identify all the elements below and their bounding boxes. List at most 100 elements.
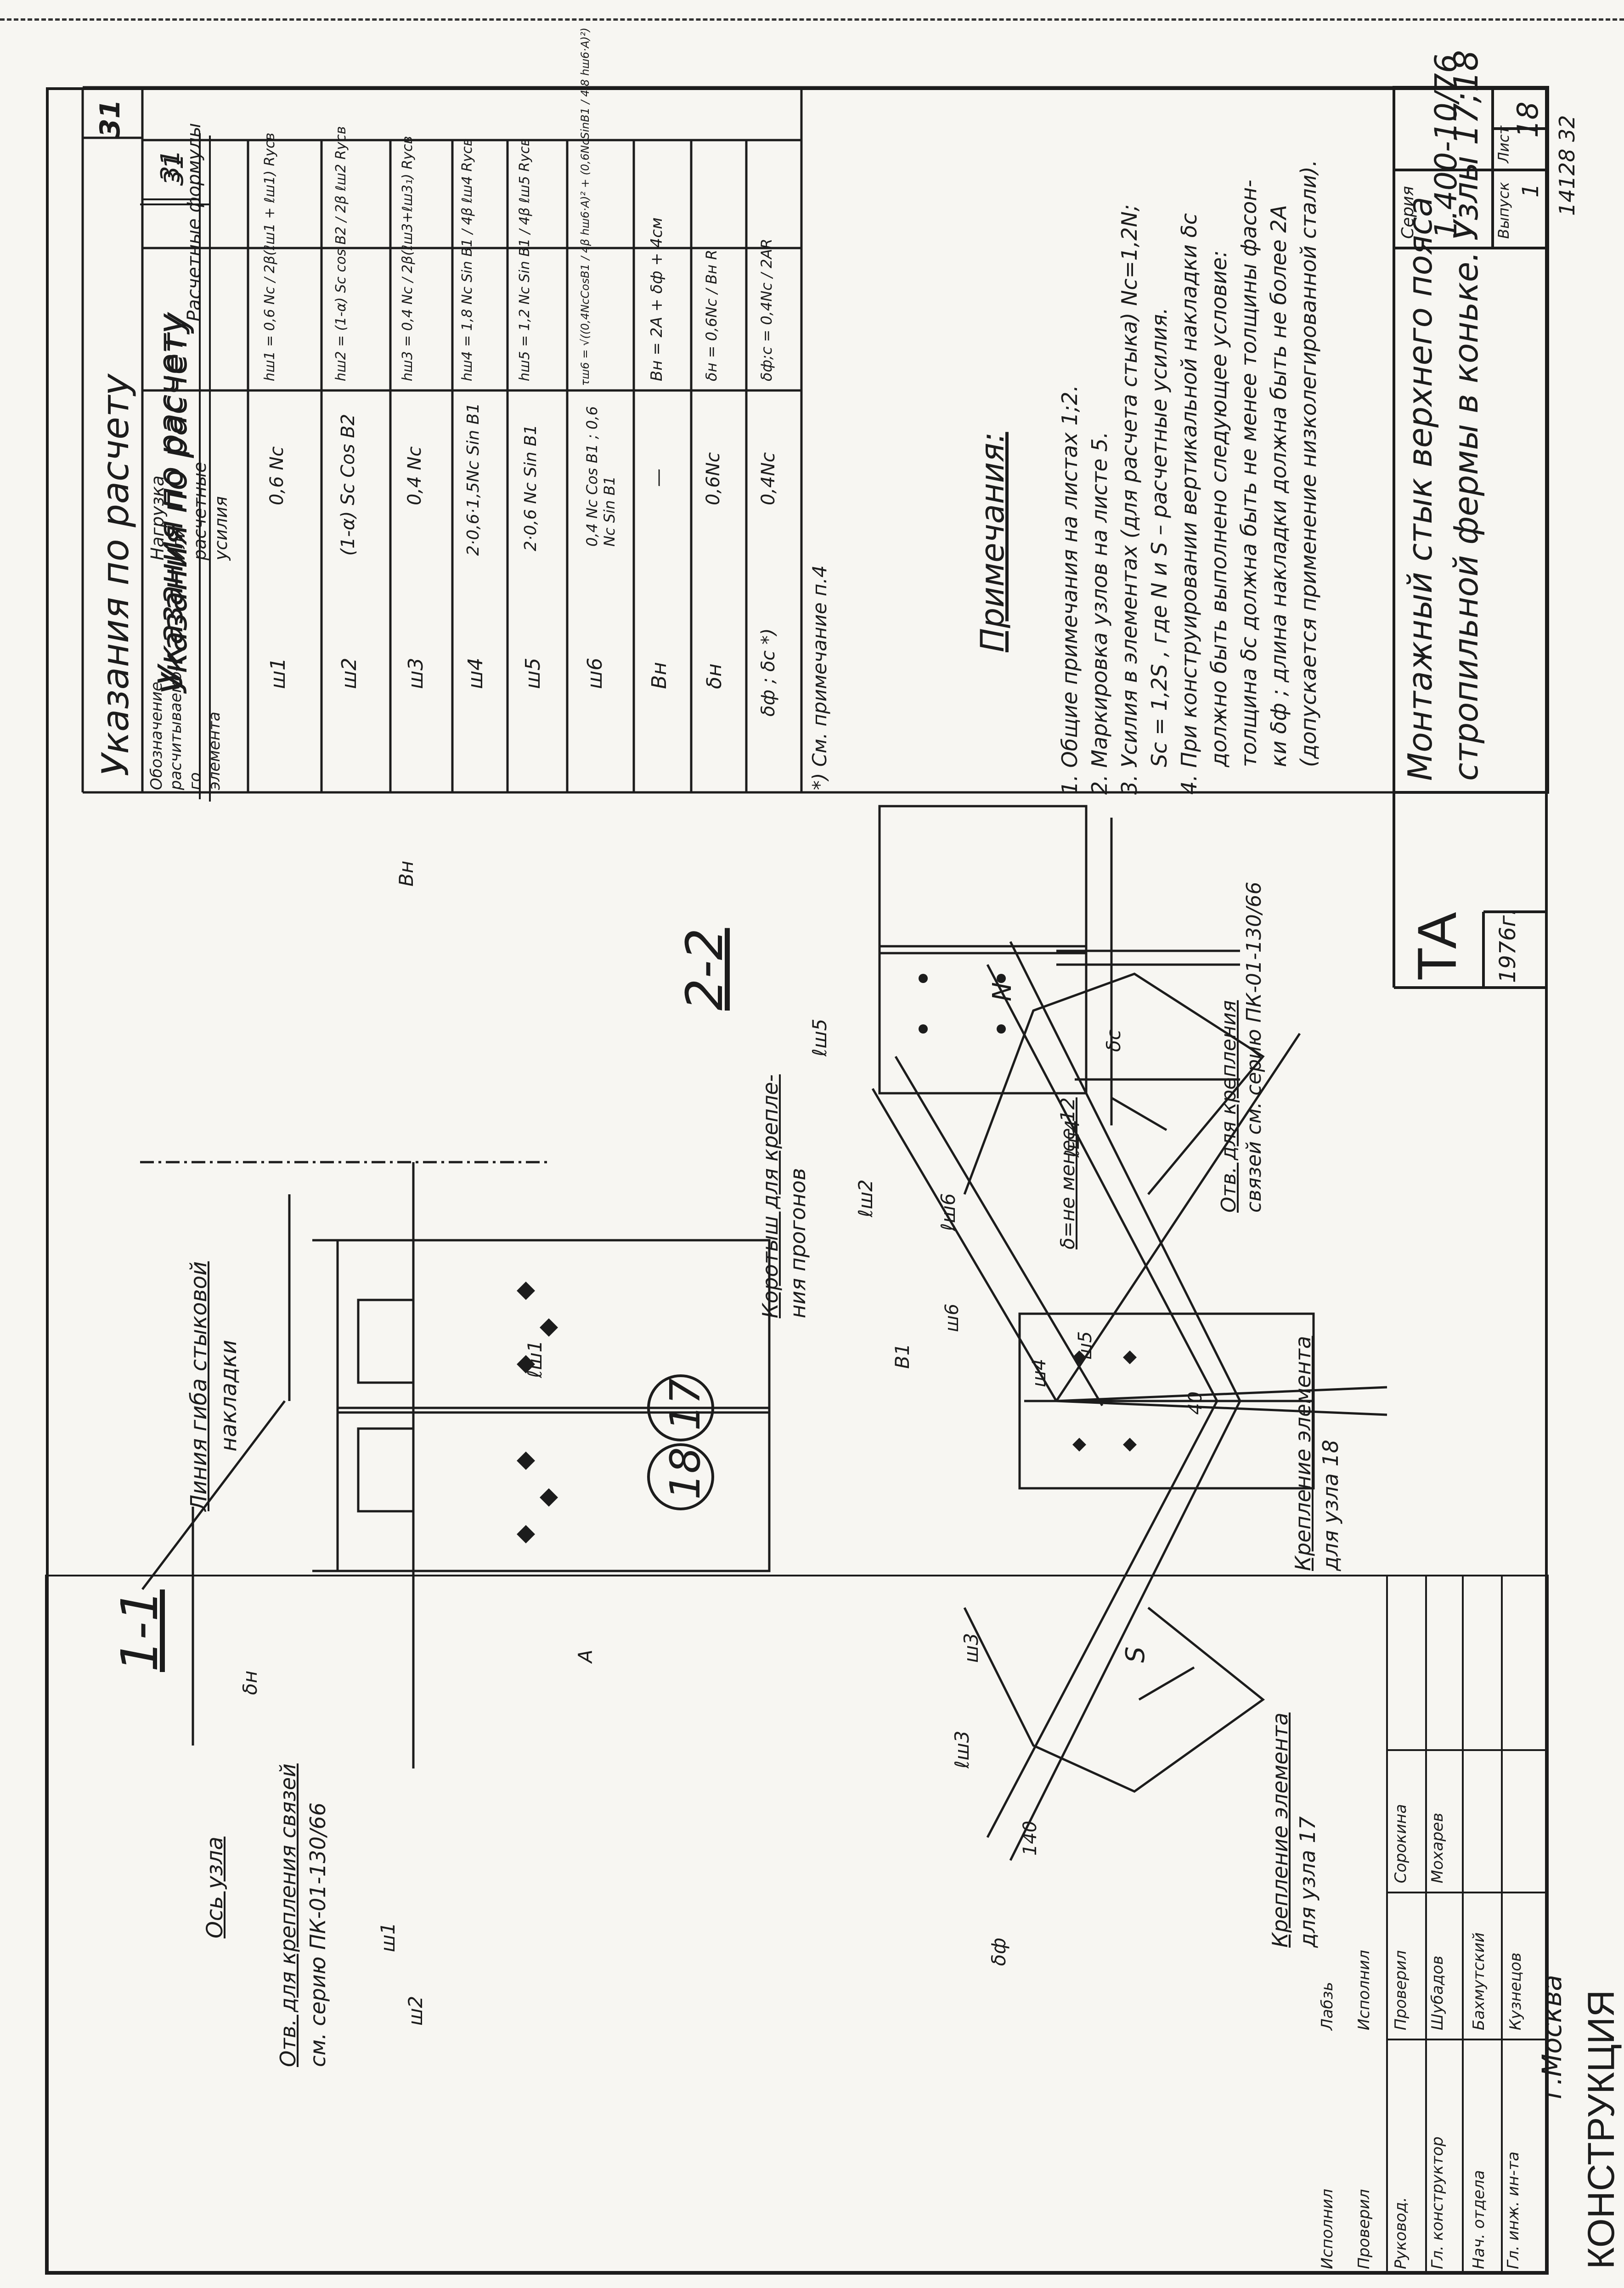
title-sheet-label: Лист [1495, 125, 1512, 163]
weld-label: A [574, 1650, 597, 1663]
stamp-name: Шубадов [1428, 1955, 1447, 2030]
section-1-1-bolts [517, 1282, 558, 1543]
note-item: 3. Усилия в элементах (для расчета стыка… [1117, 204, 1142, 795]
weld-label: ℓш2 [854, 1179, 877, 1217]
title-year: 1976г. [1495, 908, 1521, 983]
label-purlin-clip-2: ния прогонов [785, 1168, 810, 1318]
table-row-element: δф ; δс *) [758, 628, 779, 717]
table-row-element: ш4 [464, 657, 487, 689]
weld-label: N [987, 982, 1017, 1001]
label-holes-ties-2: Отв. для крепления [1217, 1000, 1241, 1213]
weld-label: ш4 [1029, 1358, 1050, 1387]
note-item: 4. При конструировании вертикальной накл… [1177, 213, 1201, 795]
label-fix-17: Крепление элемента [1268, 1712, 1292, 1948]
note-item: толщина δс должна быть не менее толщины … [1236, 180, 1261, 767]
node-17-label: 17 [661, 1378, 710, 1431]
table-row-load: 2·0,6 Nc Sin B1 [521, 424, 540, 551]
title-issue-label: Выпуск [1495, 182, 1512, 239]
table-footnote: *) См. примечание п.4 [808, 565, 831, 790]
stamp-role: Руковод. [1392, 2197, 1410, 2269]
label-line-bend-2: накладки [216, 1339, 242, 1452]
table-row-formula: hш1 = 0,6 Nc / 2β(ℓш1 + ℓш1) Rуcв [262, 132, 278, 381]
stamp-row2: Мохарев [1428, 1813, 1447, 1883]
weld-label: ш6 [942, 1303, 963, 1332]
table-row-load: (1-α) Sc Cos B2 [338, 413, 359, 556]
stamp-org: КОНСТРУКЦИЯ [1580, 1990, 1622, 2269]
label-holes-series-2: связей см. серию ПК-01-130/66 [1242, 881, 1266, 1213]
table-row-load: 2·0,6·1,5Nc Sin B1 [464, 402, 483, 556]
label-dim-40: 40 [1185, 1391, 1206, 1415]
weld-label: ш5 [1075, 1331, 1096, 1360]
stamp-row2: Сорокина [1392, 1804, 1410, 1883]
table-row-formula: hш2 = (1-α) Sc cos B2 / 2β ℓш2 Rуcв [333, 126, 349, 381]
table-row-formula: hш4 = 1,8 Nc Sin B1 / 4β ℓш4 Rуcв [459, 138, 475, 381]
table-row-load: 0,6 Nc [266, 446, 288, 505]
section-1-1-label: 1-1 [110, 1589, 169, 1672]
label-line-bend: Линия гиба стыковой [186, 1261, 212, 1511]
archive-number: 14128 32 [1555, 115, 1579, 216]
weld-label: ш2 [404, 1995, 427, 2026]
note-item: 1. Общие примечания на листах 1;2. [1057, 385, 1082, 795]
weld-label: ш3 [960, 1633, 982, 1663]
table-row-element: ш3 [404, 657, 428, 689]
note-item: Sc = 1,2S , где N и S – расчетные усилия… [1147, 307, 1172, 767]
table-row-element: δн [703, 663, 726, 689]
label-fix-18b: для узла 18 [1318, 1440, 1343, 1571]
table-row-element: Bн [648, 662, 671, 689]
section-2-2-drawing [878, 805, 1240, 1125]
table-row-formula: hш3 = 0,4 Nc / 2β(ℓш3+ℓш3₁) Rуcв [400, 136, 416, 381]
title-org: ТА [1406, 912, 1468, 981]
stamp-role: Исполнил [1318, 2189, 1336, 2269]
table-row-formula: hш5 = 1,2 Nc Sin B1 / 4β ℓш5 Rуcв [517, 138, 533, 381]
stamp-name: Лабзь [1318, 1982, 1336, 2031]
table-row-load: 0,6Nc [703, 452, 724, 505]
weld-label: ш1 [377, 1922, 399, 1952]
node-18-circle [647, 1443, 714, 1510]
table-row-load: 0,4Nc [758, 452, 779, 505]
weld-label: δф [987, 1938, 1010, 1966]
table-header-element: Обозначение расчитываемо-го элемента [147, 666, 224, 790]
stamp-city: г.Москва [1536, 1974, 1568, 2099]
stamp-role: Гл. инж. ин-та [1504, 2151, 1522, 2269]
table-page-text: 31 [94, 99, 126, 138]
weld-label: B1 [891, 1343, 914, 1369]
note-item: 2. Маркировка узлов на листе 5. [1087, 431, 1112, 795]
stamp-name: Исполнил [1355, 1950, 1373, 2030]
weld-label: ℓш3 [951, 1730, 973, 1768]
table-row-load: 0,4 Nc [404, 446, 425, 505]
weld-label: δн [239, 1670, 261, 1695]
table-row-load: — [648, 469, 669, 487]
table-row-formula: δн = 0,6Nc / Bн R [703, 249, 720, 381]
label-holes-series: см. серию ПК-01-130/66 [305, 1802, 330, 2067]
title-line-1: Монтажный стык верхнего пояса [1401, 197, 1439, 781]
title-issue: 1 [1518, 183, 1544, 198]
weld-label: δс [1102, 1029, 1125, 1052]
node-18-label: 18 [661, 1447, 710, 1500]
stamp-role: Нач. отдела [1470, 2170, 1488, 2269]
label-fix-18: Крепление элемента [1291, 1336, 1315, 1571]
left-stamp-grid [45, 1575, 1549, 2275]
stamp-name: Бахмутский [1470, 1932, 1488, 2030]
table-row-formula: τш6 = √((0,4NcCosB1 / 4β hш6·A)² + (0,6N… [579, 28, 592, 386]
notes-title: Примечания: [974, 432, 1011, 652]
table-row-element: ш1 [266, 657, 290, 689]
label-fix-17b: для узла 17 [1295, 1816, 1320, 1948]
label-purlin-clip: Коротыш для крепле- [758, 1074, 783, 1318]
table-row-element: ш6 [583, 657, 607, 689]
label-axis: Ось узла [202, 1836, 228, 1938]
weld-label: Bн [395, 860, 417, 887]
table-header-formula: Расчетные формулы [184, 123, 205, 322]
stamp-name: Проверил [1392, 1950, 1410, 2030]
table-row-formula: δф;с = 0,4Nc / 2AR [758, 238, 775, 382]
table-row-load: 0,4 Nc Cos B1 ; 0,6 Nc Sin B1 [583, 406, 618, 547]
stamp-role: Гл. конструктор [1428, 2136, 1447, 2269]
weld-label: ℓш1 [524, 1340, 546, 1378]
title-sheet: 18 [1511, 102, 1545, 138]
title-block-frame [1393, 86, 1549, 989]
section-1-1-drawing [140, 1161, 771, 1768]
cut-line [0, 18, 1624, 21]
node-17-circle [647, 1374, 714, 1441]
table-title-text: Указания по расчету [94, 373, 137, 776]
